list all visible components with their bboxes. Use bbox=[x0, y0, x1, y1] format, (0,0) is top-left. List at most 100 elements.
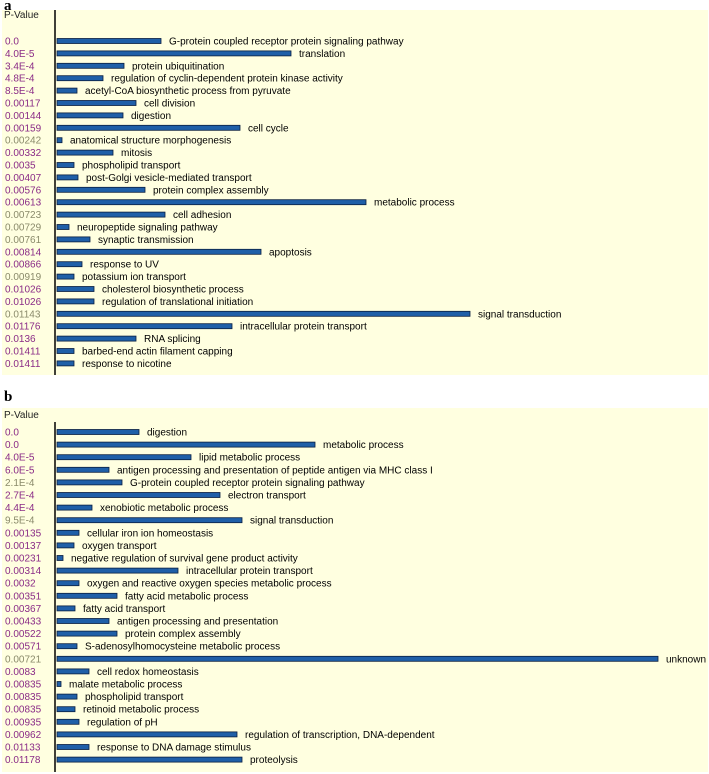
bar bbox=[56, 360, 75, 367]
p-value-label: 0.0035 bbox=[5, 161, 36, 172]
bar bbox=[56, 273, 75, 280]
category-label: signal transduction bbox=[478, 309, 561, 320]
p-value-label: 0.00351 bbox=[5, 591, 42, 602]
category-label: protein ubiquitination bbox=[132, 61, 224, 72]
category-label: metabolic process bbox=[374, 198, 455, 209]
p-value-label: 0.01411 bbox=[5, 359, 41, 370]
category-label: phospholipid transport bbox=[85, 692, 184, 703]
bar bbox=[56, 592, 118, 599]
p-value-label: 0.00729 bbox=[5, 223, 42, 234]
bar bbox=[56, 323, 233, 330]
category-label: retinoid metabolic process bbox=[83, 705, 199, 716]
category-label: potassium ion transport bbox=[82, 272, 186, 283]
category-label: RNA splicing bbox=[144, 334, 201, 345]
bar bbox=[56, 149, 114, 156]
category-label: oxygen and reactive oxygen species metab… bbox=[87, 579, 332, 590]
bar bbox=[56, 693, 78, 700]
p-value-label: 0.00137 bbox=[5, 541, 42, 552]
category-label: intracellular protein transport bbox=[240, 322, 367, 333]
category-label: anatomical structure morphogenesis bbox=[70, 136, 231, 147]
p-value-label: 0.0032 bbox=[5, 579, 36, 590]
bar bbox=[56, 479, 123, 486]
p-value-label: 0.00242 bbox=[5, 136, 42, 147]
p-value-label: 0.00814 bbox=[5, 247, 42, 258]
bar bbox=[56, 668, 90, 675]
category-label: regulation of translational initiation bbox=[102, 297, 253, 308]
category-label: antigen processing and presentation of p… bbox=[117, 465, 433, 476]
p-value-label: 0.00231 bbox=[5, 554, 42, 565]
category-label: cell adhesion bbox=[173, 210, 231, 221]
p-value-label: 0.00433 bbox=[5, 617, 42, 628]
bar bbox=[56, 542, 75, 549]
p-value-label: 9.5E-4 bbox=[5, 516, 35, 527]
p-value-label: 0.00159 bbox=[5, 123, 42, 134]
p-value-label: 0.00117 bbox=[5, 99, 41, 110]
p-value-label: 0.00935 bbox=[5, 717, 42, 728]
category-label: cell redox homeostasis bbox=[97, 667, 199, 678]
p-value-label: 0.01176 bbox=[5, 322, 41, 333]
bar bbox=[56, 186, 146, 193]
p-value-label: 0.00613 bbox=[5, 198, 42, 209]
bar bbox=[56, 744, 90, 750]
bar bbox=[56, 236, 91, 243]
category-label: apoptosis bbox=[269, 247, 312, 258]
category-label: digestion bbox=[131, 111, 171, 122]
category-label: intracellular protein transport bbox=[186, 566, 313, 577]
p-value-label: 0.00571 bbox=[5, 642, 42, 653]
bar bbox=[56, 124, 241, 131]
bar bbox=[56, 298, 95, 305]
bar bbox=[56, 567, 179, 574]
category-label: cellular iron ion homeostasis bbox=[87, 528, 213, 539]
p-value-label: 8.5E-4 bbox=[5, 86, 35, 97]
bar bbox=[56, 441, 316, 448]
bar bbox=[56, 454, 192, 461]
bar bbox=[56, 605, 76, 612]
bar bbox=[56, 248, 262, 255]
p-value-label: 0.00721 bbox=[5, 654, 42, 665]
p-value-label: 0.00314 bbox=[5, 566, 42, 577]
bar bbox=[56, 224, 70, 230]
bar bbox=[56, 261, 83, 268]
p-value-label: 0.00144 bbox=[5, 111, 42, 122]
bar bbox=[56, 555, 64, 561]
category-label: antigen processing and presentation bbox=[117, 617, 278, 628]
p-value-label: 4.0E-5 bbox=[5, 453, 35, 464]
category-label: regulation of pH bbox=[87, 717, 158, 728]
panel-label-a: a bbox=[4, 0, 12, 14]
p-value-label: 0.01178 bbox=[5, 755, 41, 766]
category-label: protein complex assembly bbox=[153, 185, 269, 196]
category-label: malate metabolic process bbox=[69, 680, 182, 691]
category-label: negative regulation of survival gene pro… bbox=[71, 554, 298, 565]
p-value-label: 6.0E-5 bbox=[5, 465, 35, 476]
category-label: post-Golgi vesicle-mediated transport bbox=[86, 173, 252, 184]
bar bbox=[56, 174, 79, 181]
p-value-label: 0.00135 bbox=[5, 528, 42, 539]
category-label: oxygen transport bbox=[82, 541, 157, 552]
category-label: response to DNA damage stimulus bbox=[97, 743, 251, 754]
bar bbox=[56, 681, 62, 687]
bar bbox=[56, 466, 110, 473]
category-label: response to UV bbox=[90, 260, 159, 271]
category-label: acetyl-CoA biosynthetic process from pyr… bbox=[85, 86, 291, 97]
category-label: regulation of transcription, DNA-depende… bbox=[245, 730, 435, 741]
p-value-label: 0.01143 bbox=[5, 309, 41, 320]
bar bbox=[56, 706, 76, 713]
bar bbox=[56, 137, 63, 144]
bar bbox=[56, 718, 80, 725]
p-value-label: 0.00761 bbox=[5, 235, 42, 246]
category-label: S-adenosylhomocysteine metabolic process bbox=[85, 642, 280, 653]
bar bbox=[56, 731, 238, 738]
p-value-label: 2.1E-4 bbox=[5, 478, 35, 489]
p-value-label: 3.4E-4 bbox=[5, 61, 35, 72]
p-value-label: 0.0 bbox=[5, 37, 19, 48]
category-label: proteolysis bbox=[250, 755, 298, 766]
category-label: G-protein coupled receptor protein signa… bbox=[130, 478, 365, 489]
category-label: unknown bbox=[666, 654, 706, 665]
bar bbox=[56, 529, 80, 536]
category-label: phospholipid transport bbox=[82, 161, 181, 172]
p-value-label: 0.00332 bbox=[5, 148, 42, 159]
